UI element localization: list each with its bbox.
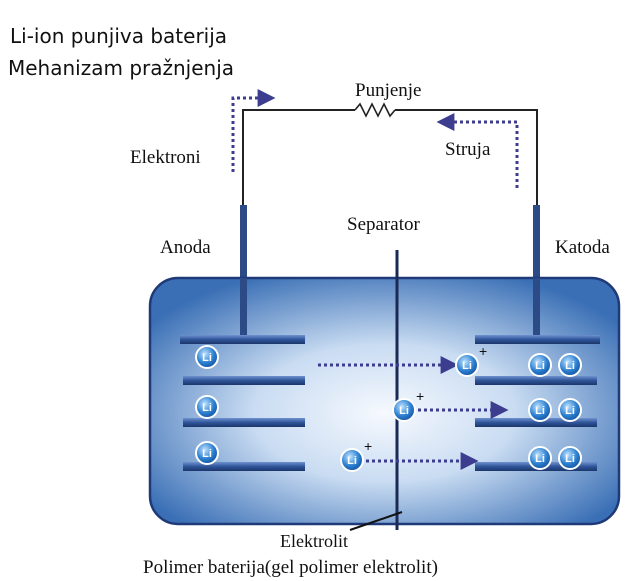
cathode-terminal	[533, 205, 540, 335]
lithium-ion: Li +	[340, 438, 372, 472]
cathode-terminal-inner	[533, 278, 540, 336]
lithium-ion: Li	[195, 345, 219, 369]
caption: Polimer baterija(gel polimer elektrolit)	[143, 557, 438, 578]
ion-symbol: Li	[462, 360, 472, 372]
lithium-ion: Li	[558, 398, 582, 422]
cathode-plate	[475, 335, 600, 344]
ion-symbol: Li	[535, 360, 545, 372]
ion-symbol: Li	[535, 405, 545, 417]
electrons-label: Elektroni	[130, 147, 201, 168]
ion-circle	[455, 353, 479, 377]
charge-label: Punjenje	[355, 80, 422, 101]
lithium-ion: Li	[558, 446, 582, 470]
anode-terminal	[240, 205, 247, 335]
ion-charge: +	[364, 438, 372, 454]
ion-symbol: Li	[535, 453, 545, 465]
lithium-ion: Li	[195, 395, 219, 419]
lithium-ion: Li +	[392, 388, 424, 422]
separator-label: Separator	[347, 214, 420, 235]
cathode-plate	[475, 376, 597, 385]
anode-plates	[180, 335, 305, 471]
ion-circle	[558, 398, 582, 422]
ion-circle	[528, 353, 552, 377]
lithium-ion: Li	[528, 353, 552, 377]
ion-circle	[195, 441, 219, 465]
current-flow-arrow	[436, 113, 519, 188]
wire	[395, 109, 538, 210]
ion-symbol: Li	[202, 402, 212, 414]
ion-circle	[392, 398, 416, 422]
anode-plate	[183, 418, 305, 427]
ion-charge: +	[416, 388, 424, 404]
ion-symbol: Li	[202, 448, 212, 460]
cathode-label: Katoda	[555, 237, 610, 258]
ion-circle	[528, 398, 552, 422]
ion-circle	[558, 446, 582, 470]
ion-flow-arrows	[318, 356, 509, 470]
ion-charge: +	[479, 343, 487, 359]
ion-symbol: Li	[202, 352, 212, 364]
lithium-ion: Li +	[455, 343, 487, 377]
electrolyte-pointer	[349, 511, 403, 531]
current-label: Struja	[445, 139, 491, 160]
title-line-1: Li-ion punjiva baterija	[10, 24, 227, 48]
lithium-ion: Li	[528, 398, 552, 422]
ion-symbol: Li	[565, 405, 575, 417]
title-line-2: Mehanizam pražnjenja	[8, 56, 234, 80]
ion-circle	[558, 353, 582, 377]
lithium-ion: Li	[558, 353, 582, 377]
anode-plate	[180, 335, 305, 344]
ion-circle	[340, 448, 364, 472]
lithium-ion: Li	[528, 446, 552, 470]
ion-circle	[195, 345, 219, 369]
anode-terminal-inner	[240, 278, 247, 336]
electrolyte-label: Elektrolit	[280, 531, 348, 551]
ion-symbol: Li	[399, 405, 409, 417]
ion-circle	[195, 395, 219, 419]
lithium-ion: Li	[195, 441, 219, 465]
ion-symbol: Li	[347, 455, 357, 467]
ion-symbol: Li	[565, 360, 575, 372]
anode-plate	[183, 462, 305, 471]
battery-case	[148, 276, 621, 526]
ion-circle	[528, 446, 552, 470]
ion-symbol: Li	[565, 453, 575, 465]
electron-flow-arrow	[231, 89, 276, 172]
anode-plate	[183, 376, 305, 385]
cathode-plate	[475, 418, 597, 427]
wire	[242, 109, 355, 210]
anode-label: Anoda	[160, 237, 211, 258]
resistor	[354, 102, 396, 118]
external-circuit	[242, 102, 538, 210]
